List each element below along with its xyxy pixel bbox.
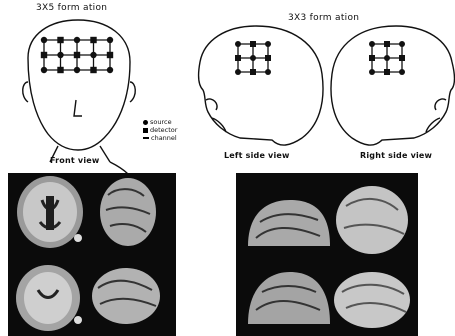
mri-panel-left	[8, 173, 176, 336]
left-view-label: Left side view	[224, 151, 290, 160]
legend-channel-label: channel	[151, 134, 177, 142]
legend-detector: detector	[143, 126, 177, 134]
probe-grid-3x5	[41, 37, 113, 73]
source-symbol-icon	[143, 120, 148, 125]
channel-symbol-icon	[143, 137, 149, 139]
probe-grid-3x3-left	[235, 41, 271, 75]
legend-source-label: source	[150, 118, 172, 126]
detector-symbol-icon	[143, 128, 148, 133]
legend: source detector channel	[143, 118, 177, 142]
legend-channel: channel	[143, 134, 177, 142]
legend-source: source	[143, 118, 177, 126]
mri-panel-right	[236, 173, 418, 336]
right-view-label: Right side view	[360, 151, 432, 160]
legend-detector-label: detector	[150, 126, 177, 134]
front-view-head	[23, 20, 136, 174]
probe-grid-3x3-right	[369, 41, 405, 75]
front-view-label: Front view	[50, 156, 99, 165]
